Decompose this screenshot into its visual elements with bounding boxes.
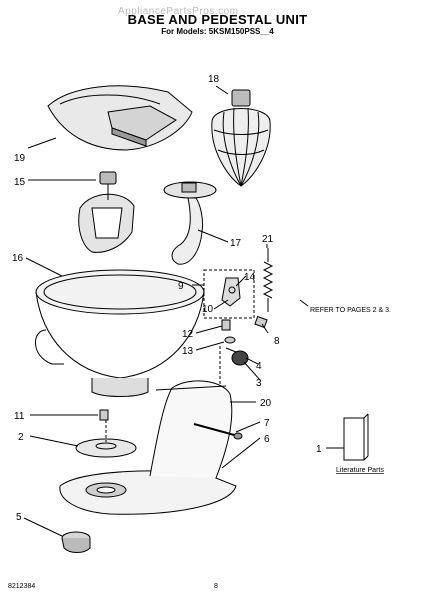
callout-5: 5	[16, 512, 22, 523]
part-pedestal-base	[59, 380, 237, 515]
document-number: 8212384	[8, 583, 36, 590]
part-bowl	[35, 269, 205, 397]
callout-2: 2	[18, 432, 24, 443]
leader-lines	[23, 85, 344, 537]
callout-labels: 18 19 15 16 17 21 9 10 14 12 13 8 4 3 20…	[12, 74, 322, 523]
part-wire-whip	[211, 89, 271, 187]
page-subtitle: For Models: 5KSM150PSS__4	[161, 27, 274, 36]
part-pouring-shield	[47, 85, 193, 151]
callout-13: 13	[182, 346, 194, 357]
callout-17: 17	[230, 238, 242, 249]
part-screw-12	[221, 319, 231, 331]
callout-12: 12	[182, 329, 194, 340]
callout-14: 14	[244, 272, 256, 283]
watermark: AppliancePartsPros.com	[118, 6, 239, 17]
callout-19: 19	[14, 153, 26, 164]
callout-6: 6	[264, 434, 270, 445]
part-flat-beater	[78, 171, 135, 253]
callout-10: 10	[202, 304, 214, 315]
callout-4: 4	[256, 361, 262, 372]
callout-8: 8	[274, 336, 280, 347]
part-hinge-pin	[193, 423, 243, 440]
callout-15: 15	[14, 177, 26, 188]
part-bowl-lift-bracket	[221, 277, 241, 307]
callout-1: 1	[316, 444, 322, 455]
callout-3: 3	[256, 378, 262, 389]
callout-18: 18	[208, 74, 220, 85]
part-lever-handle	[225, 347, 249, 366]
callout-16: 16	[12, 253, 24, 264]
literature-parts-label: Literature Parts	[336, 467, 384, 474]
callout-20: 20	[260, 398, 272, 409]
part-dough-hook	[163, 181, 217, 265]
callout-9: 9	[178, 281, 184, 292]
part-pin-8	[254, 315, 268, 329]
part-spring	[262, 248, 274, 312]
refer-note: REFER TO PAGES 2 & 3.	[310, 307, 391, 314]
callout-21: 21	[262, 234, 274, 245]
page-number: 8	[214, 583, 218, 590]
page-title: BASE AND PEDESTAL UNIT	[127, 12, 308, 27]
part-screw-11	[99, 409, 109, 421]
part-washer-13	[224, 336, 236, 344]
part-clamping-plate	[75, 420, 137, 458]
callout-11: 11	[14, 411, 25, 422]
literature-booklet	[343, 417, 365, 461]
part-foot	[61, 531, 91, 553]
callout-7: 7	[264, 418, 270, 429]
bracket-group-box	[203, 269, 255, 319]
